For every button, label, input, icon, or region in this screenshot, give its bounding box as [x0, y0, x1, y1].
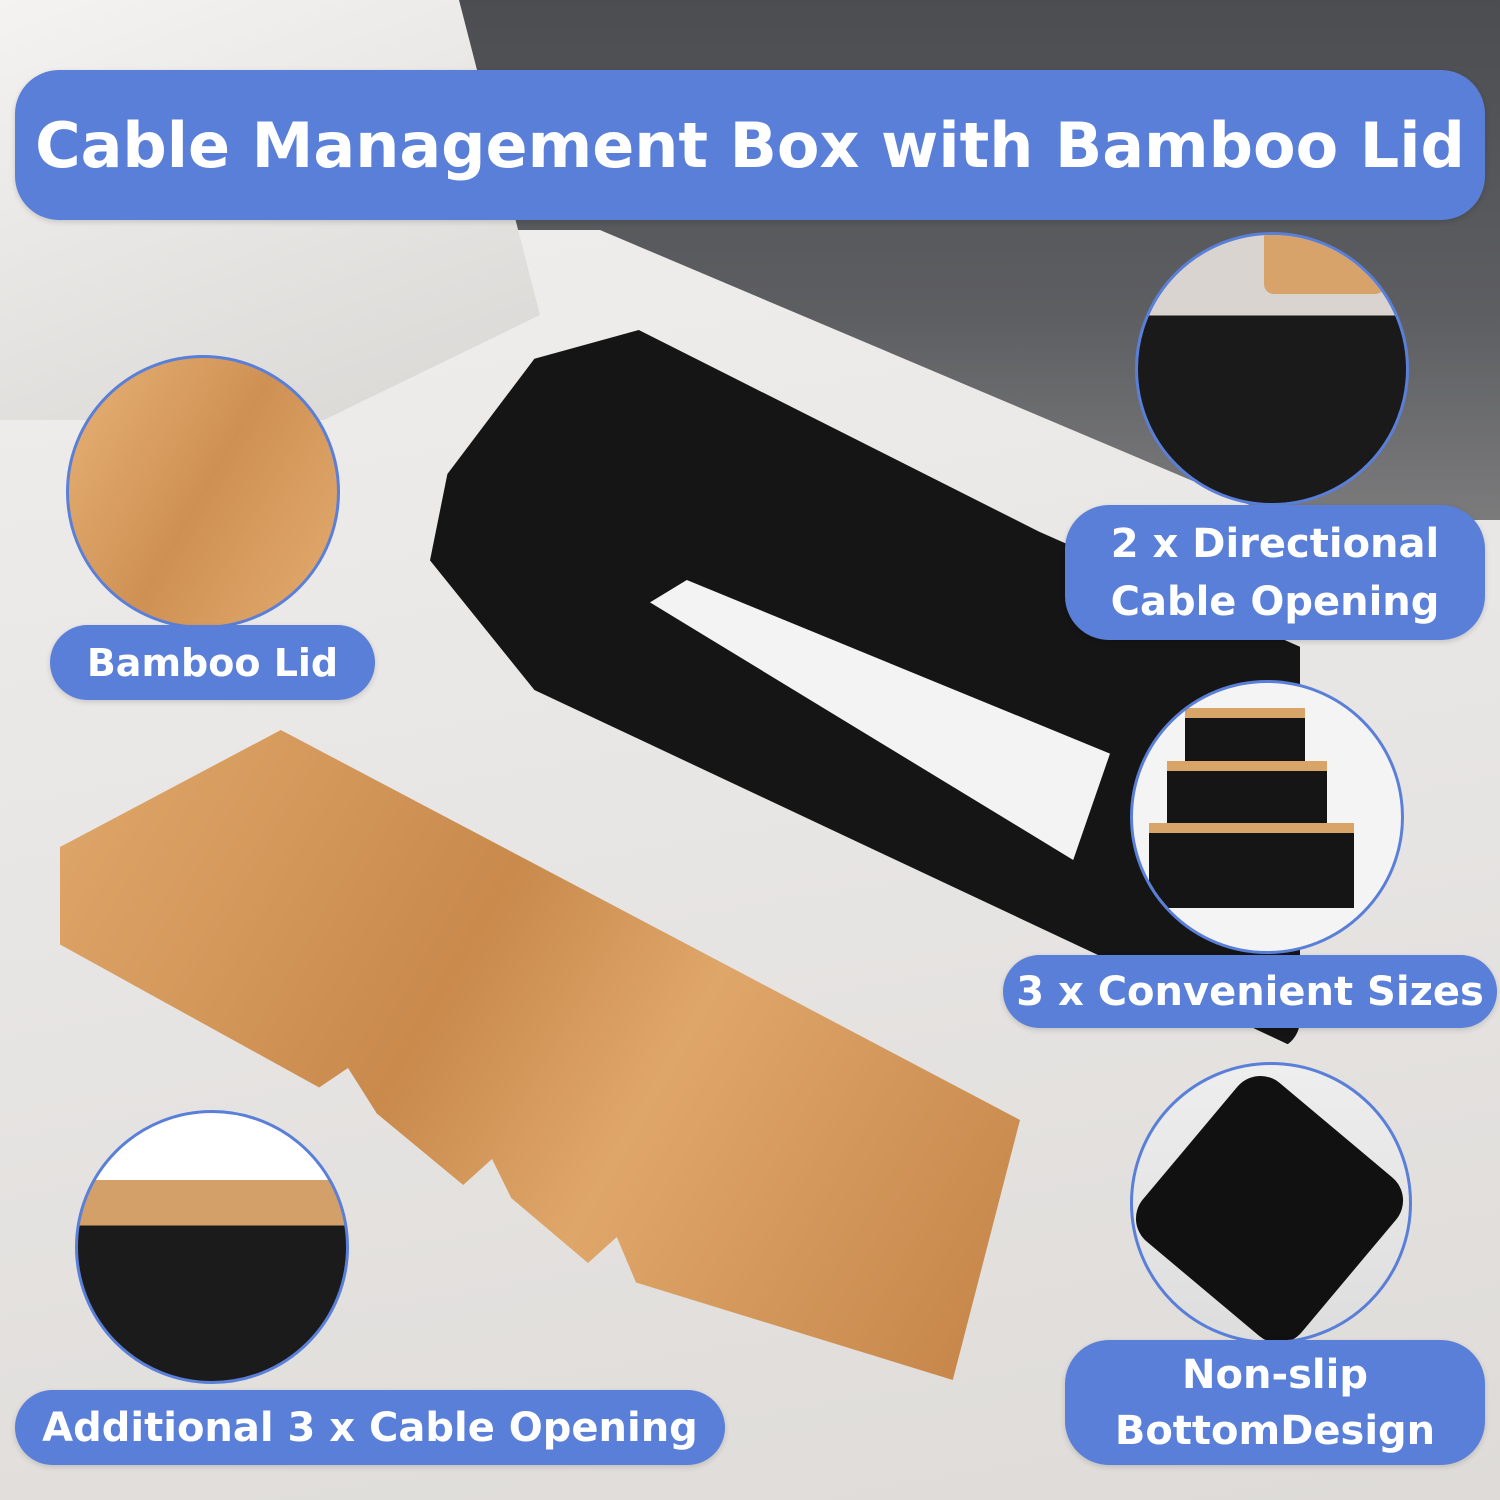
page-title: Cable Management Box with Bamboo Lid — [15, 70, 1485, 220]
directional-line-1: 2 x Directional — [1110, 520, 1440, 567]
directional-opening-image — [1135, 232, 1409, 506]
non-slip-line-2: BottomDesign — [1114, 1407, 1436, 1454]
non-slip-bottom-image — [1130, 1062, 1412, 1344]
directional-line-2: Cable Opening — [1110, 578, 1440, 625]
bamboo-lid-detail-image — [66, 355, 340, 629]
three-sizes-image — [1130, 680, 1404, 954]
lid-openings-image — [75, 1110, 349, 1384]
sizes-label: 3 x Convenient Sizes — [1003, 955, 1497, 1028]
non-slip-label: Non-slip BottomDesign — [1065, 1340, 1485, 1465]
directional-opening-label: 2 x Directional Cable Opening — [1065, 505, 1485, 640]
bamboo-lid-label: Bamboo Lid — [50, 625, 375, 700]
non-slip-line-1: Non-slip — [1182, 1351, 1368, 1398]
additional-opening-label: Additional 3 x Cable Opening — [15, 1390, 725, 1465]
